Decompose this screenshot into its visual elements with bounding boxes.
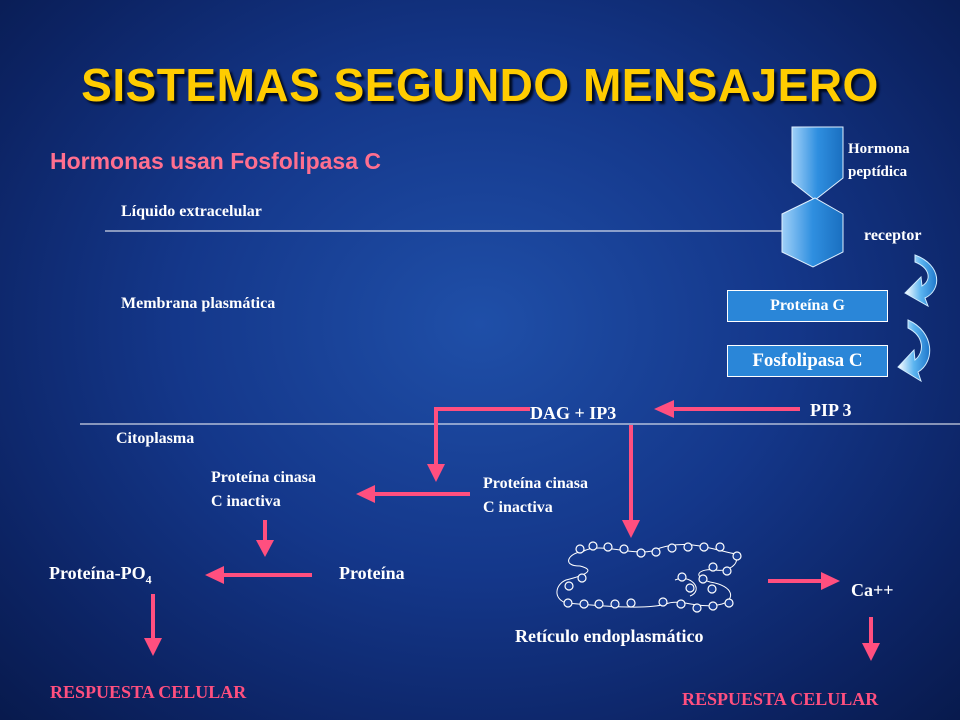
phospholipase-label: Fosfolipasa C — [752, 350, 863, 371]
reticulum-ribosomes — [563, 541, 742, 613]
arrow-ip3-to-reticulum — [622, 425, 640, 538]
phospholipase-box: Fosfolipasa C — [727, 345, 888, 377]
receptor-label: receptor — [864, 227, 922, 244]
pkc-left-label: Proteína cinasa C inactiva — [211, 466, 316, 514]
arrow-calcium-to-response — [862, 617, 880, 661]
dag-ip3-label: DAG + IP3 — [530, 403, 617, 423]
curved-arrow-2 — [897, 319, 931, 383]
pkc-left-line2: C inactiva — [211, 493, 281, 510]
pkc-right-label: Proteína cinasa C inactiva — [483, 472, 588, 520]
arrow-pip3-to-dag — [654, 400, 800, 418]
protein-po4-text: Proteína-PO — [49, 563, 146, 583]
protein-po4-label: Proteína-PO4 — [49, 563, 152, 588]
hormone-label-line1: Hormona — [848, 141, 910, 157]
pip3-label: PIP 3 — [810, 400, 852, 420]
response-right-label: RESPUESTA CELULAR — [682, 689, 879, 709]
response-left-label: RESPUESTA CELULAR — [50, 682, 247, 702]
arrow-po4-to-response — [144, 594, 162, 656]
cytoplasm-label: Citoplasma — [116, 430, 195, 447]
pkc-right-line2: C inactiva — [483, 499, 553, 516]
subtitle: Hormonas usan Fosfolipasa C — [50, 148, 382, 174]
hormone-label-line2: peptídica — [848, 164, 908, 180]
arrow-reticulum-to-calcium — [768, 572, 840, 590]
hormone-label: Hormona peptídica — [848, 138, 910, 184]
calcium-label: Ca++ — [851, 580, 894, 600]
protein-po4-subscript: 4 — [145, 572, 152, 587]
arrow-pkc-right-to-left — [356, 485, 470, 503]
pkc-right-line1: Proteína cinasa — [483, 475, 589, 492]
arrow-pkc-down — [256, 520, 274, 557]
g-protein-box: Proteína G — [727, 290, 888, 322]
curved-arrow-1 — [904, 254, 938, 308]
arrow-dag-to-pkc — [427, 407, 530, 482]
page-title: SISTEMAS SEGUNDO MENSAJERO — [81, 59, 879, 111]
extracellular-label: Líquido extracelular — [121, 203, 262, 220]
receptor-shape — [781, 197, 844, 268]
arrow-protein-to-po4 — [205, 566, 312, 584]
pkc-left-line1: Proteína cinasa — [211, 469, 317, 486]
membrane-label: Membrana plasmática — [121, 295, 276, 312]
hormone-shape — [791, 126, 844, 201]
reticulum-label: Retículo endoplasmático — [515, 626, 704, 646]
g-protein-label: Proteína G — [770, 297, 845, 314]
protein-label: Proteína — [339, 563, 405, 583]
